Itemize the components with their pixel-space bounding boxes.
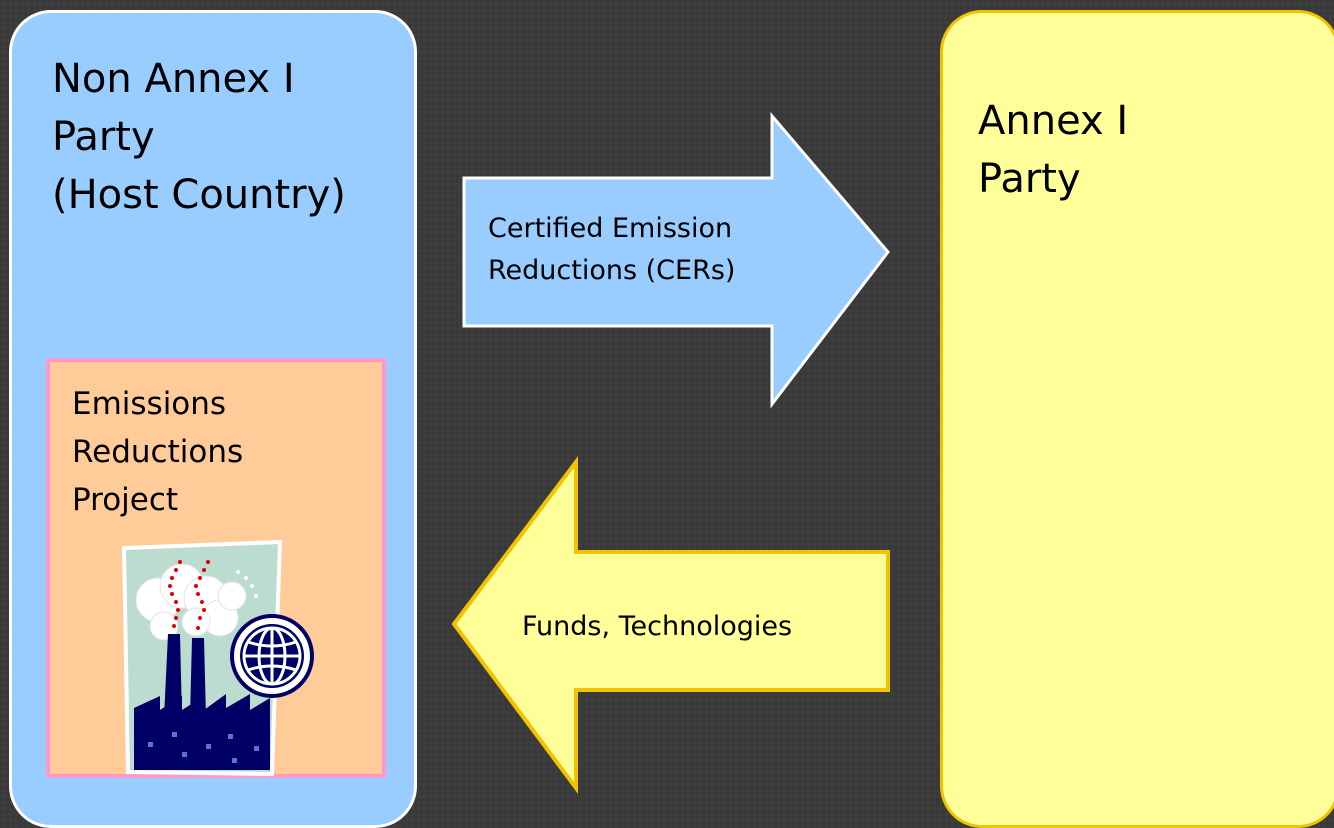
factory-globe-icon [121, 539, 314, 777]
host-title-line-3: (Host Country) [52, 172, 346, 218]
annex-title-line-1: Annex I [978, 98, 1129, 144]
funds-arrow-label: Funds, Technologies [522, 611, 793, 642]
host-title-line-2: Party [52, 114, 155, 160]
project-label-line-3: Project [72, 482, 179, 518]
project-label-line-1: Emissions [72, 386, 227, 422]
annex-party-box [940, 10, 1334, 828]
host-country-title: Non Annex I Party (Host Country) [52, 50, 412, 224]
project-label: Emissions Reductions Project [72, 380, 372, 524]
funds-arrow [451, 456, 890, 795]
cer-label-line-1: Certified Emission [488, 213, 733, 244]
host-title-line-1: Non Annex I [52, 56, 295, 102]
annex-title-line-2: Party [978, 156, 1081, 202]
cer-label-line-2: Reductions (CERs) [488, 255, 736, 286]
annex-party-title: Annex I Party [978, 92, 1318, 208]
project-label-line-2: Reductions [72, 434, 244, 470]
cer-arrow-label: Certified Emission Reductions (CERs) [488, 208, 735, 292]
cer-arrow [462, 111, 890, 409]
